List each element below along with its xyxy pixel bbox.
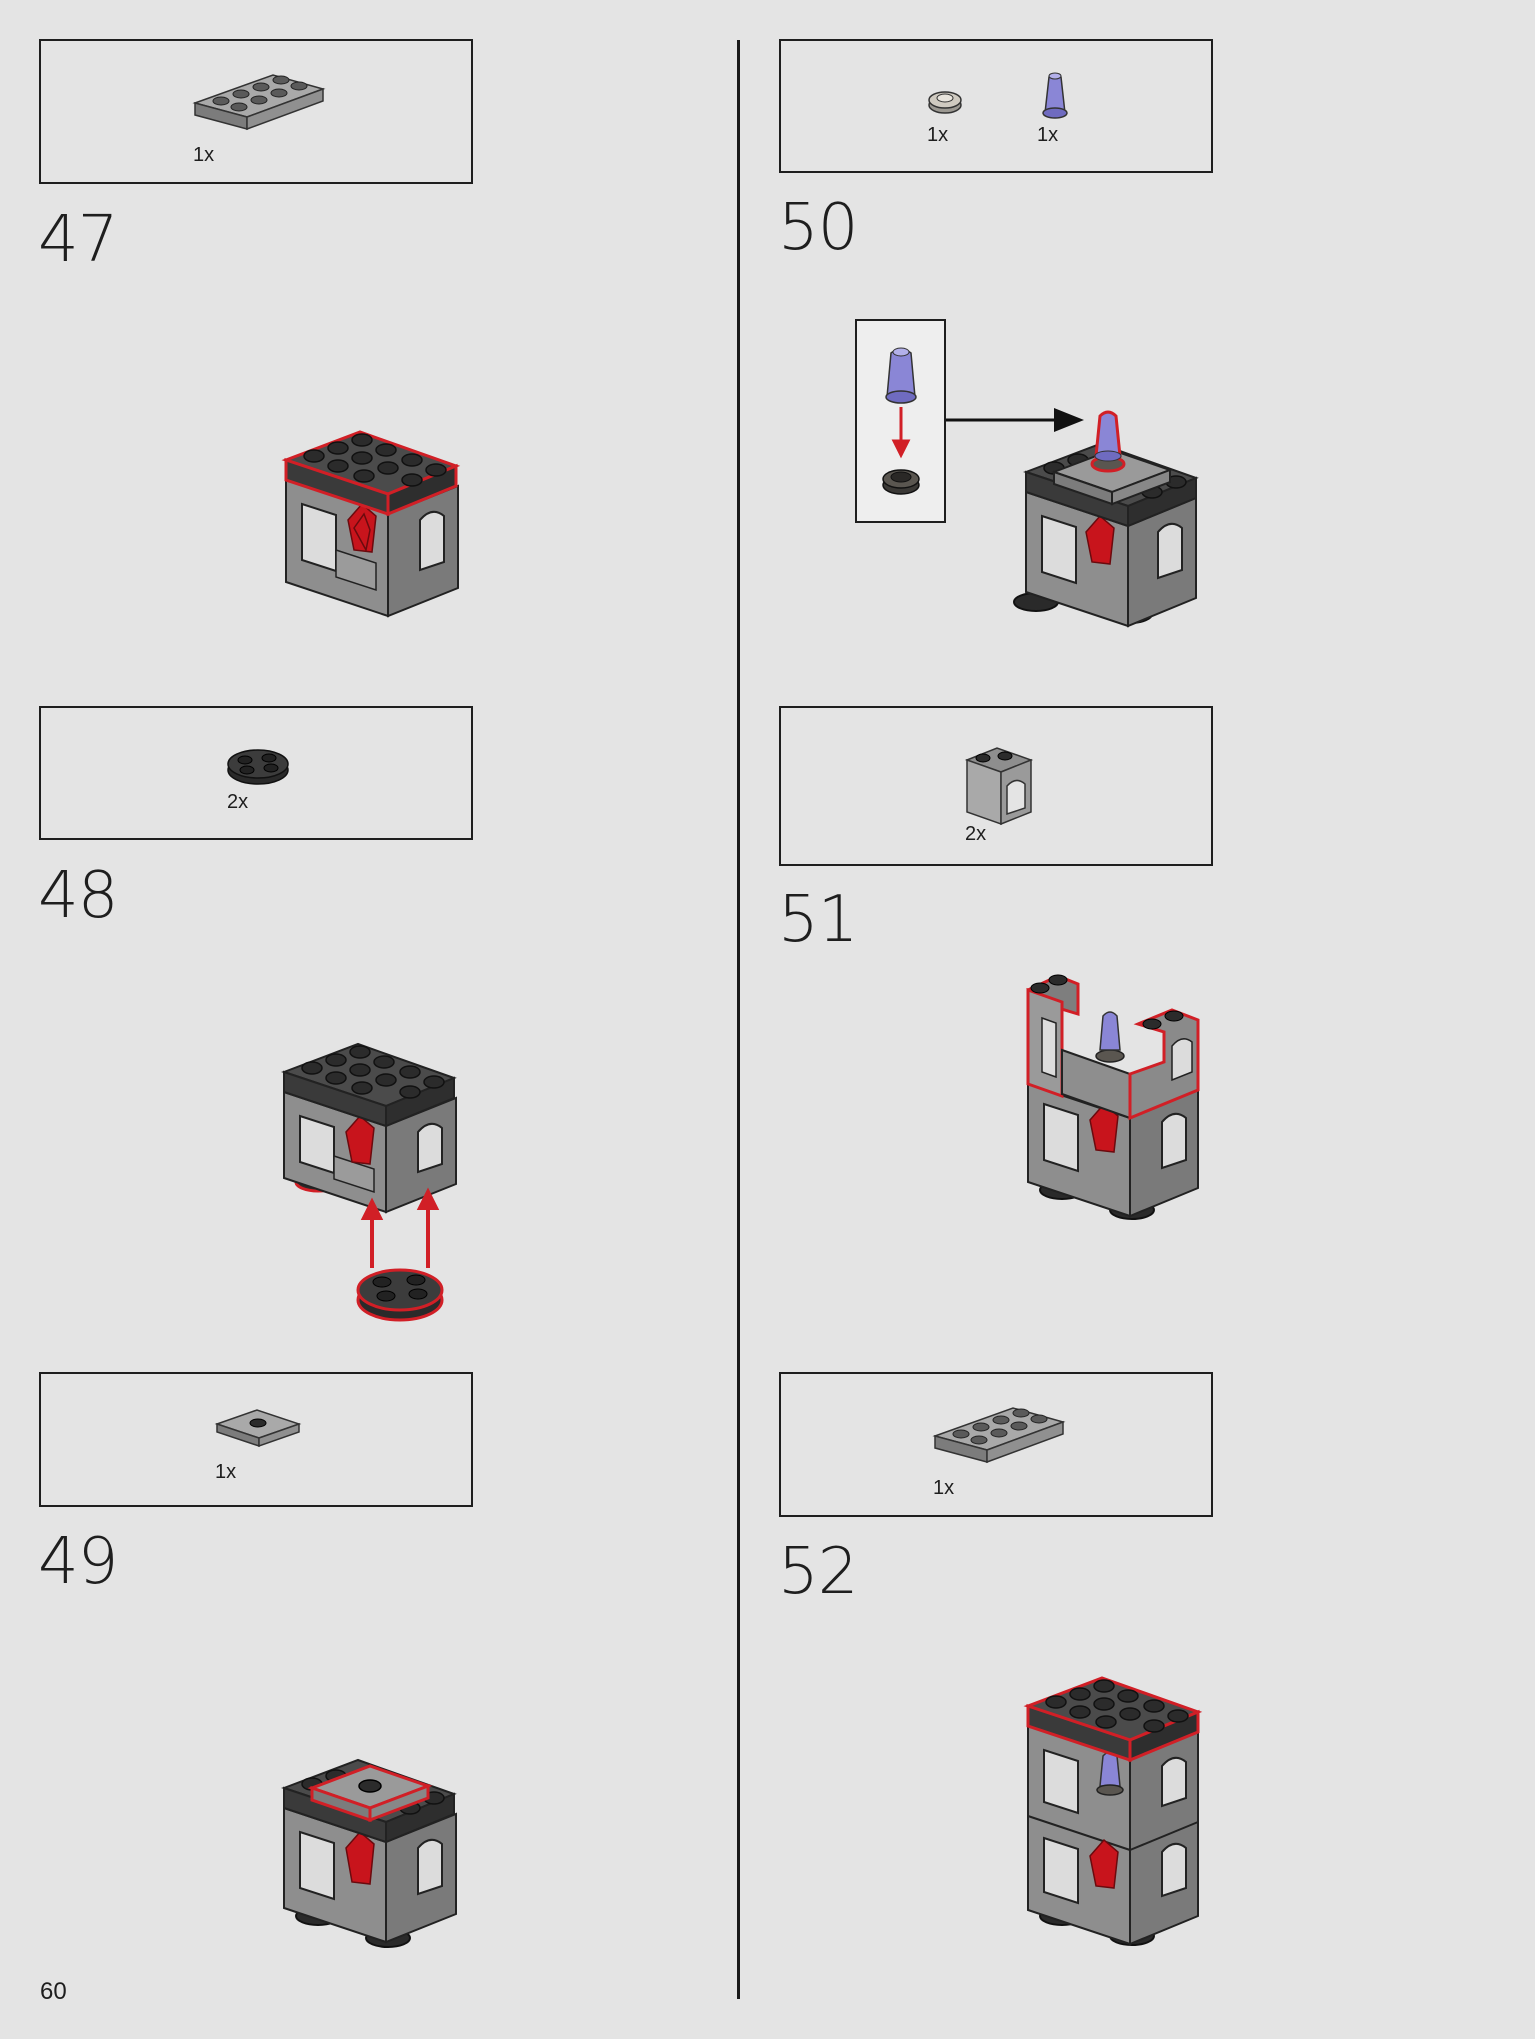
column-divider <box>737 40 740 1999</box>
gray-plate-2x4-icon <box>192 74 326 131</box>
step-number: 50 <box>778 191 858 265</box>
parts-list-step-48: 2x <box>39 706 473 840</box>
step-number: 52 <box>778 1535 858 1609</box>
assembly-step-51 <box>1026 974 1200 1220</box>
black-round-plate-icon <box>227 749 289 785</box>
trans-purple-cone-icon <box>1042 72 1068 119</box>
parts-list-step-51: 2x <box>779 706 1213 866</box>
step-number: 49 <box>38 1525 118 1599</box>
part-quantity: 1x <box>933 1477 955 1499</box>
parts-list-step-47: 1x <box>39 39 473 184</box>
part-quantity: 2x <box>965 823 987 845</box>
gray-plate-2x4-icon <box>932 1407 1066 1464</box>
assembly-step-50 <box>946 408 1199 628</box>
assembly-step-49 <box>281 1758 457 1948</box>
page-number: 60 <box>40 1978 67 2005</box>
gray-tile-with-stud-icon <box>214 1409 302 1448</box>
sub-assembly-callout <box>855 319 946 523</box>
silver-round-plate-icon <box>928 91 962 114</box>
parts-list-step-49: 1x <box>39 1372 473 1507</box>
parts-list-step-50: 1x 1x <box>779 39 1213 173</box>
part-quantity: 1x <box>927 124 949 146</box>
part-quantity: 2x <box>227 791 249 813</box>
parts-list-step-52: 1x <box>779 1372 1213 1517</box>
gray-window-frame-icon <box>964 747 1034 826</box>
step-number: 48 <box>38 859 118 933</box>
part-quantity: 1x <box>193 144 215 166</box>
step-number: 51 <box>778 883 858 957</box>
part-quantity: 1x <box>1037 124 1059 146</box>
assembly-step-48 <box>281 1042 457 1322</box>
assembly-step-47 <box>281 430 461 618</box>
assembly-step-52 <box>1023 1676 1203 1946</box>
part-quantity: 1x <box>215 1461 237 1483</box>
step-number: 47 <box>38 203 118 277</box>
